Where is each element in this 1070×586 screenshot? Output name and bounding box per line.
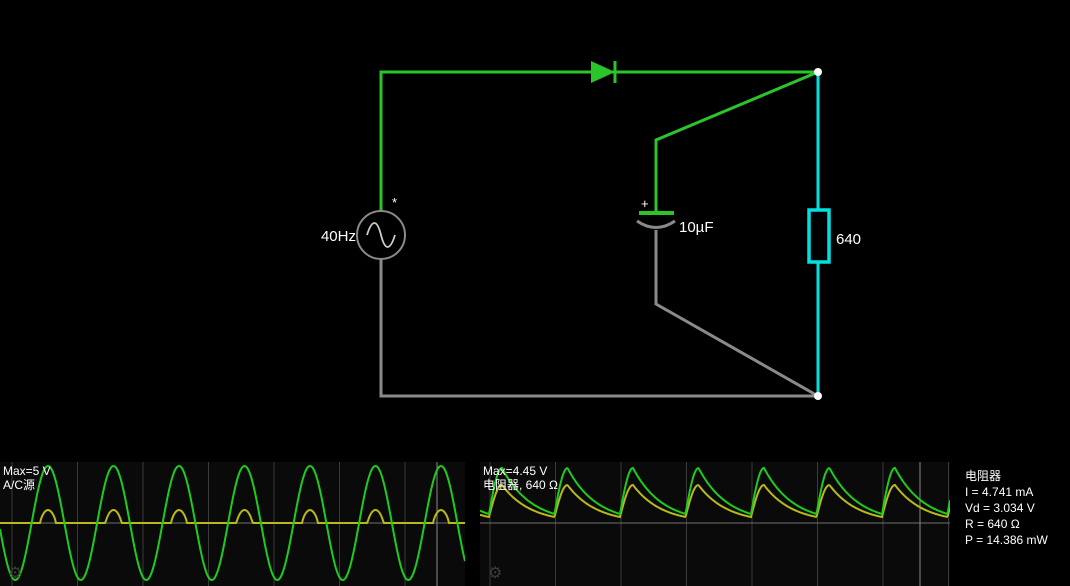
node-dot-bottom-right[interactable] — [814, 392, 822, 400]
scope-waveform-电阻器电压 — [480, 466, 950, 516]
wire-node-to-capacitor[interactable] — [654, 70, 819, 213]
capacitor-value-label: 10µF — [679, 219, 714, 236]
scope-waveform-源电压 — [0, 464, 465, 582]
scope-resistor[interactable]: Max=4.45 V 电阻器, 640 Ω ⚙ — [480, 462, 950, 586]
component-info-panel: 电阻器 I = 4.741 mA Vd = 3.034 V R = 640 Ω … — [965, 468, 1070, 548]
capacitor-polarity-label: + — [641, 196, 649, 211]
info-voltage: Vd = 3.034 V — [965, 501, 1035, 515]
resistor-value-label: 640 — [836, 231, 861, 248]
diode-triangle[interactable] — [591, 61, 615, 83]
info-resistance: R = 640 Ω — [965, 517, 1020, 531]
scope-settings-icon[interactable]: ⚙ — [488, 565, 503, 582]
capacitor-bottom-plate[interactable] — [636, 219, 676, 229]
ac-source[interactable] — [356, 210, 406, 260]
scope-resistor-plot — [480, 462, 950, 586]
info-title: 电阻器 — [965, 469, 1002, 483]
scope-ac-source[interactable]: Max=5 V A/C源 ⚙ — [0, 462, 465, 586]
source-marker-label: * — [392, 195, 397, 210]
node-dot-top-right[interactable] — [814, 68, 822, 76]
wire-source-to-node[interactable] — [379, 70, 818, 211]
info-current: I = 4.741 mA — [965, 485, 1034, 499]
wire-capacitor-to-node[interactable] — [654, 230, 819, 398]
scope-settings-icon[interactable]: ⚙ — [8, 565, 23, 582]
wire-return-bottom[interactable] — [379, 259, 818, 398]
sine-symbol-icon — [366, 222, 396, 248]
capacitor[interactable] — [636, 211, 676, 229]
resistor[interactable] — [807, 208, 831, 264]
scope-waveform-电流 — [480, 483, 950, 519]
resistor-body[interactable] — [807, 208, 831, 264]
scope-waveform-电流脉冲 — [0, 508, 465, 524]
scope-ac-source-plot — [0, 462, 465, 586]
source-frequency-label: 40Hz — [321, 228, 356, 245]
scope-strip: Max=5 V A/C源 ⚙ Max=4.45 V 电阻器, 640 Ω ⚙ — [0, 462, 1070, 586]
info-power: P = 14.386 mW — [965, 533, 1048, 547]
diode[interactable] — [591, 61, 617, 83]
circuit-canvas[interactable]: 40Hz * + 10µF 640 — [0, 0, 1070, 462]
